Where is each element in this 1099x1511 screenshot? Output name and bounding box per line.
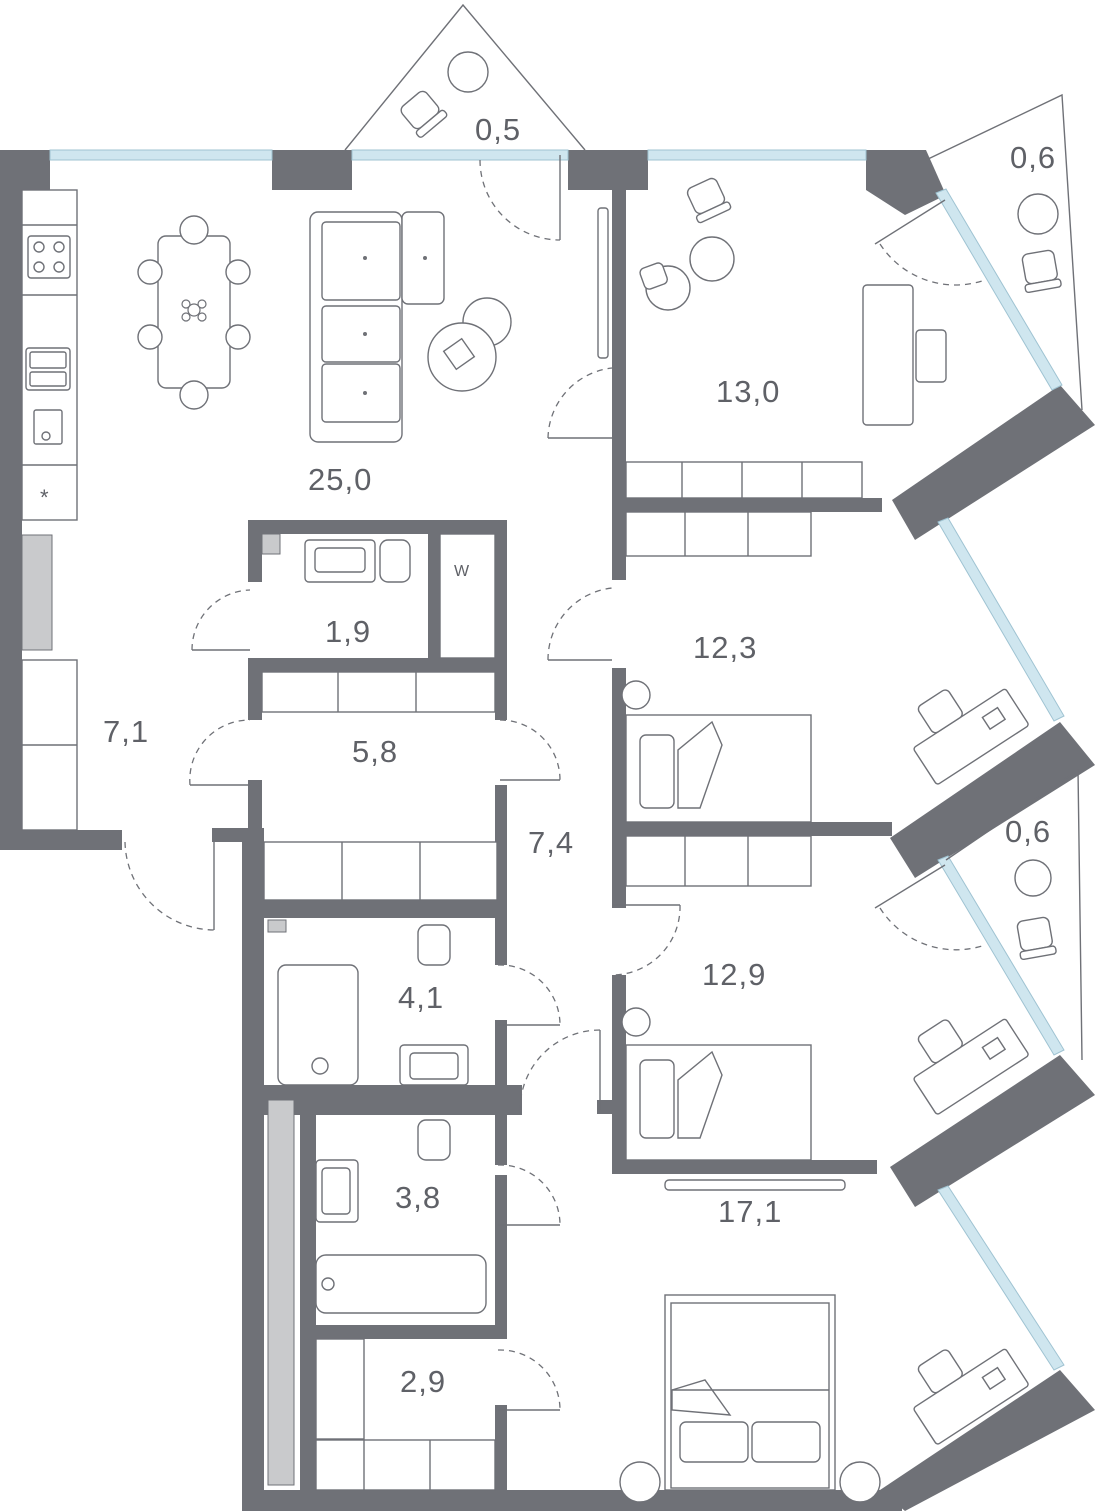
area-wc-small: 1,9 [325, 614, 371, 649]
master-bedroom-furniture [619, 1294, 1029, 1503]
area-bath-1: 4,1 [398, 980, 444, 1015]
fridge-marker: * [40, 485, 50, 510]
area-bedroom-lower: 12,9 [702, 957, 766, 992]
area-balcony-top: 0,5 [475, 112, 521, 147]
wc-fixtures: W [261, 533, 496, 713]
area-labels: 0,5 0,6 25,0 13,0 1,9 12,3 7,1 5,8 7,4 0… [103, 112, 1056, 1399]
bath-1-fixtures [267, 919, 469, 1086]
area-hall: 7,4 [528, 825, 574, 860]
study-furniture [597, 177, 947, 499]
storage-shelves [315, 1338, 496, 1491]
sofa [309, 211, 512, 443]
balconies [344, 3, 1083, 1061]
area-living: 25,0 [308, 462, 372, 497]
area-entry: 7,1 [103, 714, 149, 749]
dining-table [137, 215, 251, 410]
walls [0, 150, 1095, 1511]
kitchen-unit: * [21, 189, 78, 831]
area-bedroom-mid: 12,3 [693, 630, 757, 665]
corridor-storage [263, 835, 812, 901]
area-bedroom-top: 13,0 [716, 374, 780, 409]
doors [124, 155, 986, 1411]
bedroom-lower-furniture [621, 1007, 1029, 1191]
area-corridor: 5,8 [352, 734, 398, 769]
area-storage: 2,9 [400, 1364, 446, 1399]
windows [49, 149, 1065, 1371]
area-master-bedroom: 17,1 [718, 1194, 782, 1229]
bedroom-mid-furniture [621, 511, 1029, 823]
area-balcony-top-right: 0,6 [1010, 140, 1056, 175]
washer-marker: W [454, 563, 470, 580]
area-balcony-mid-right: 0,6 [1005, 814, 1051, 849]
bath-2-fixtures [315, 1119, 487, 1314]
area-bath-2: 3,8 [395, 1180, 441, 1215]
